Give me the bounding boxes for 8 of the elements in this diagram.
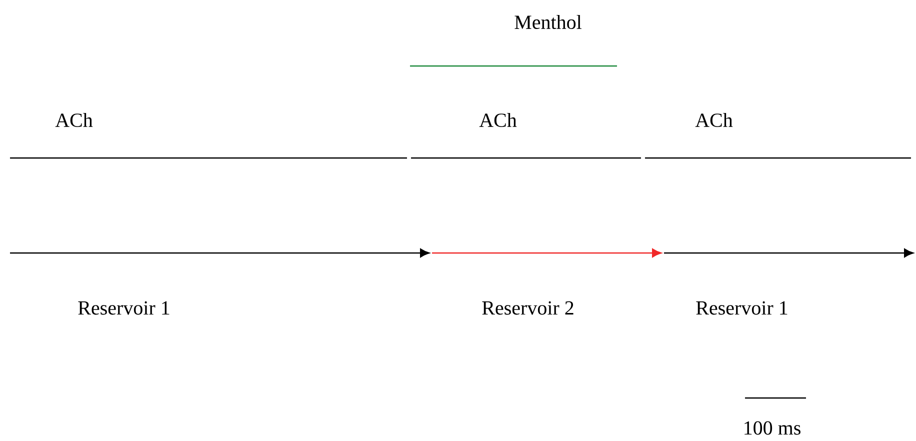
application-label: ACh bbox=[695, 112, 733, 128]
reservoir-label: Reservoir 1 bbox=[696, 301, 788, 315]
reservoir-label: Reservoir 2 bbox=[482, 301, 574, 315]
application-label: Menthol bbox=[514, 14, 582, 30]
application-label: ACh bbox=[55, 112, 93, 128]
reservoir-label: Reservoir 1 bbox=[78, 301, 170, 315]
scale-bar-label: 100 ms bbox=[744, 421, 800, 435]
application-label: ACh bbox=[479, 112, 517, 128]
